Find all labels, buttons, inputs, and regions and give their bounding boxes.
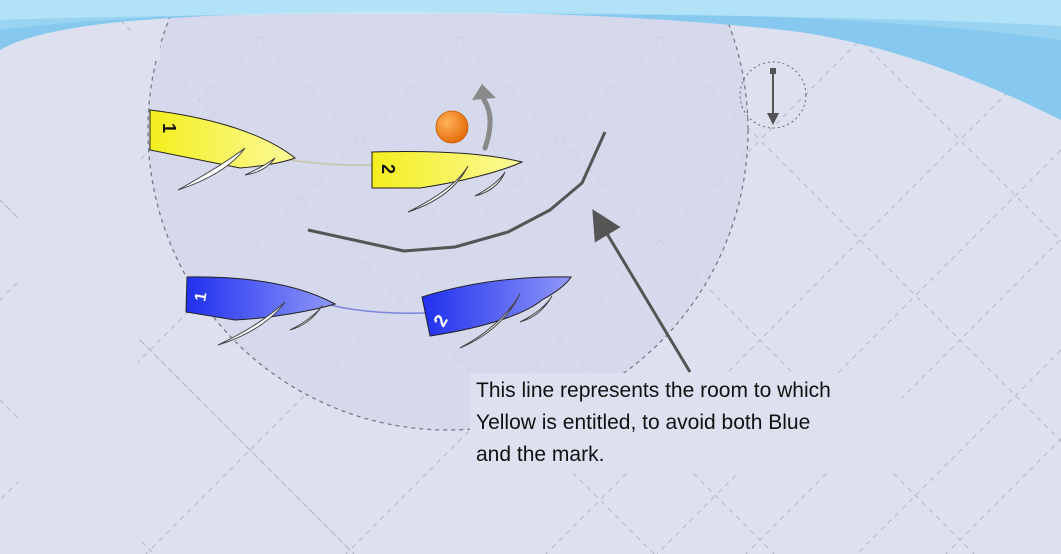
yellow-boat-1 xyxy=(149,109,296,191)
yellow-boat-2-label: 2 xyxy=(378,164,398,174)
caption-line-1: This line represents the room to which xyxy=(476,379,831,402)
blue-boat-2 xyxy=(421,276,572,349)
zone-circle xyxy=(147,0,749,431)
blue-track-line xyxy=(329,304,426,314)
caption-line-3: and the mark. xyxy=(476,443,605,466)
curved-turn-arrow-icon xyxy=(472,84,496,151)
wind-direction-arrow-icon xyxy=(739,61,807,129)
mark xyxy=(435,110,469,144)
room-line xyxy=(307,131,607,253)
blue-boat-1 xyxy=(185,276,337,346)
yellow-boat-1-label: 1 xyxy=(159,123,179,133)
blue-boat-1-label: 1 xyxy=(192,291,210,303)
explanation-caption: This line represents the room to which Y… xyxy=(470,373,902,473)
left-panel xyxy=(18,44,138,554)
yellow-boat-2 xyxy=(371,150,524,213)
caption-line-2: Yellow is entitled, to avoid both Blue xyxy=(476,411,811,434)
pointer-arrow xyxy=(592,209,692,373)
yellow-track-line xyxy=(289,159,376,167)
header-band xyxy=(0,0,1061,120)
